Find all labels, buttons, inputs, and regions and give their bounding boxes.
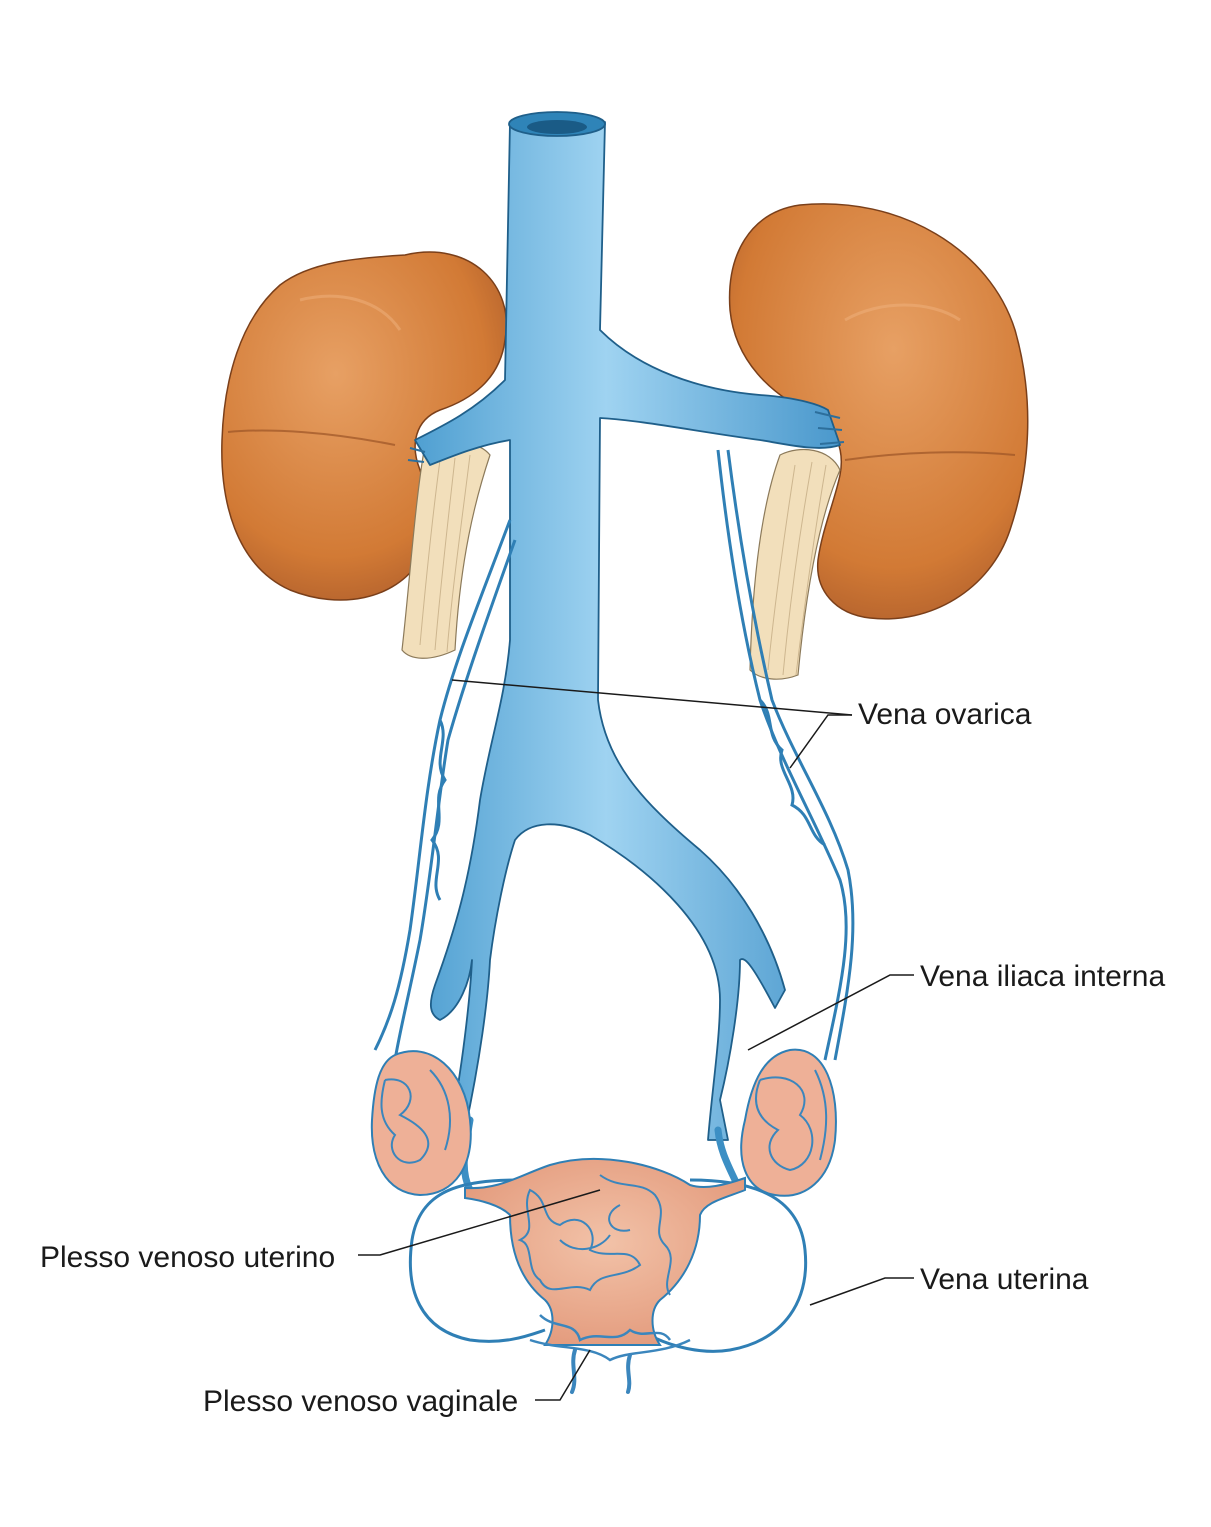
label-plesso-venoso-vaginale: Plesso venoso vaginale — [203, 1385, 519, 1418]
right-ureter — [749, 448, 841, 680]
label-vena-iliaca-interna: Vena iliaca interna — [920, 960, 1166, 993]
leader-plesso-vaginale — [535, 1349, 591, 1401]
label-vena-uterina: Vena uterina — [920, 1263, 1089, 1296]
leader-vena-iliaca-interna — [747, 974, 914, 1051]
label-plesso-venoso-uterino: Plesso venoso uterino — [40, 1241, 336, 1274]
left-kidney — [221, 251, 508, 601]
leader-plesso-uterino — [358, 1189, 601, 1256]
right-ovary — [740, 1048, 837, 1197]
vaginal-venous-plexus — [529, 1314, 691, 1394]
leader-vena-ovarica-right — [789, 714, 852, 769]
inferior-vena-cava — [407, 111, 845, 1141]
uterine-veins — [408, 1178, 808, 1353]
label-vena-ovarica: Vena ovarica — [858, 698, 1032, 731]
left-ovarian-vein — [373, 519, 517, 1061]
leader-vena-uterina — [809, 1277, 914, 1306]
right-kidney — [728, 203, 1029, 620]
uterus — [464, 1157, 746, 1346]
left-ureter — [401, 441, 491, 659]
leader-vena-ovarica-left — [451, 679, 853, 716]
leader-lines — [358, 679, 914, 1401]
right-ovarian-vein — [716, 449, 855, 1061]
left-ovary — [370, 1050, 472, 1197]
